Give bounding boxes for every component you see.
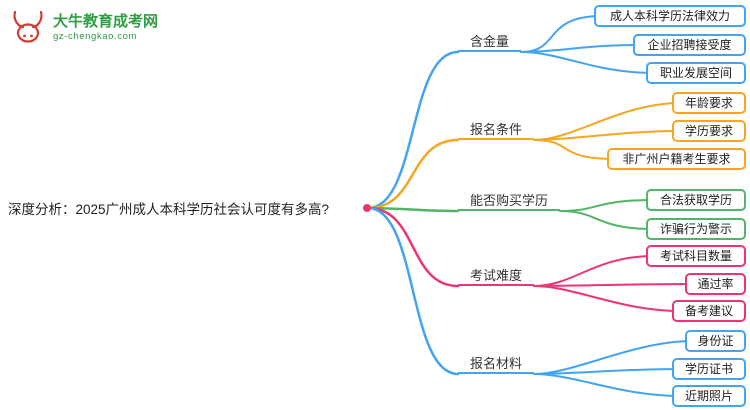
leaf-node: 合法获取学历 [646, 189, 746, 211]
leaf-node: 非广州户籍考生要求 [607, 148, 746, 170]
leaf-node: 职业发展空间 [646, 62, 746, 84]
edge-branch3-child1 [533, 283, 694, 287]
edge-branch3-child0 [533, 255, 655, 287]
edge-branch2-child1 [559, 210, 655, 230]
branch-node-goumai-xueli: 能否购买学历 [458, 191, 560, 211]
logo-text: 大牛教育成考网 gz-chengkao.com [53, 13, 158, 43]
root-node: 深度分析：2025广州成人本科学历社会认可度有多高? [8, 202, 330, 217]
leaf-node: 诈骗行为警示 [646, 218, 746, 240]
edge-branch1-child0 [533, 102, 681, 141]
edge-branch0-child1 [520, 44, 642, 53]
edge-branch1-child1 [533, 130, 681, 141]
branch-node-kaoshi-nandu: 考试难度 [458, 266, 534, 286]
branch-node-baoming-cailiao: 报名材料 [458, 354, 534, 374]
edge-branch3-child2 [533, 285, 681, 312]
root-junction-dot [363, 204, 371, 212]
edge-branch4-child1 [533, 368, 681, 375]
leaf-node: 备考建议 [672, 300, 746, 322]
leaf-node: 企业招聘接受度 [633, 34, 746, 56]
logo-subtitle: gz-chengkao.com [53, 31, 137, 42]
edge-branch2-child0 [559, 199, 655, 212]
bull-logo-icon [13, 10, 43, 43]
site-logo[interactable]: 大牛教育成考网 gz-chengkao.com [10, 8, 158, 48]
edge-branch4-child0 [533, 340, 694, 375]
edge-root-branch-2 [366, 206, 460, 213]
edge-branch0-child2 [520, 51, 655, 74]
leaf-node: 考试科目数量 [646, 245, 746, 267]
edge-branch1-child2 [533, 139, 616, 160]
leaf-node: 成人本科学历法律效力 [594, 5, 746, 27]
edge-branch0-child0 [520, 15, 603, 53]
edge-root-branch-3 [366, 206, 460, 288]
edge-root-branch-0 [366, 50, 460, 210]
leaf-node: 近期照片 [672, 385, 746, 407]
leaf-node: 学历证书 [672, 358, 746, 380]
leaf-node: 学历要求 [672, 120, 746, 142]
branch-node-hanjinliang: 含金量 [458, 32, 521, 52]
edge-root-branch-4 [366, 206, 460, 376]
logo-title: 大牛教育成考网 [53, 13, 159, 30]
branch-node-baoming-tiaojian: 报名条件 [458, 120, 534, 140]
edge-branch4-child2 [533, 373, 681, 397]
leaf-node: 年龄要求 [672, 92, 746, 114]
leaf-node: 通过率 [685, 273, 746, 295]
leaf-node: 身份证 [685, 330, 746, 352]
edge-root-branch-1 [366, 138, 460, 210]
